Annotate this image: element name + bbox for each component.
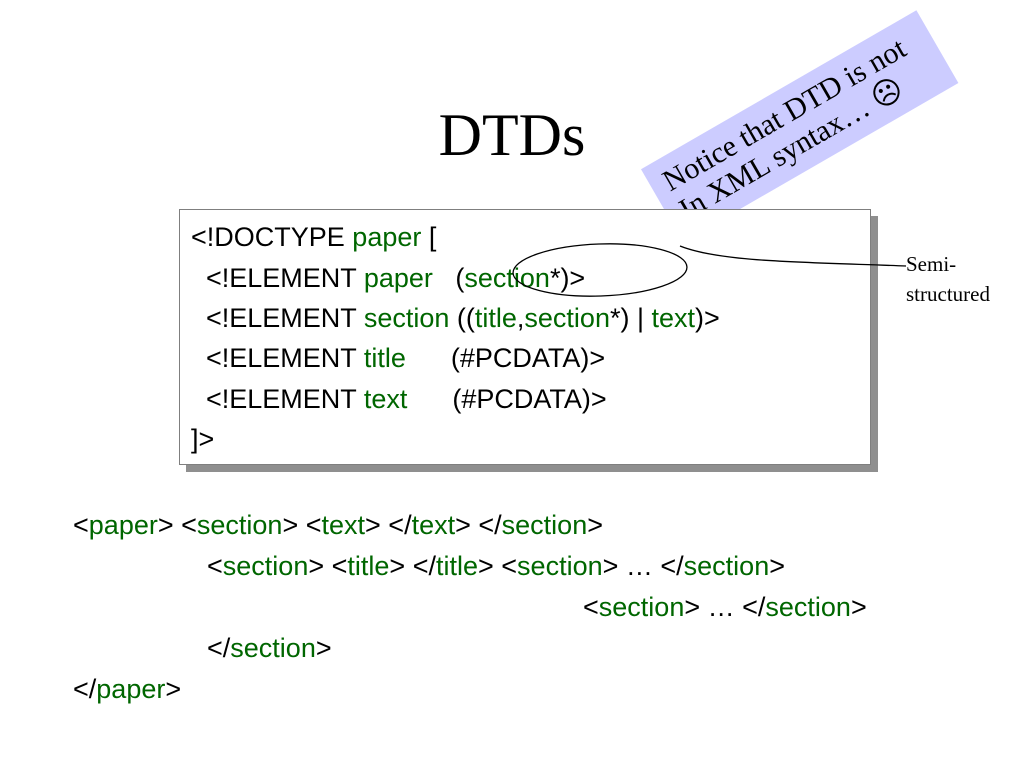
dtd-line-element-section: <!ELEMENT section ((title,section*) | te… bbox=[191, 303, 720, 333]
xml-row-4: </section> bbox=[207, 633, 332, 663]
xml-row-3: <section> … </section> bbox=[583, 592, 867, 622]
dtd-line-element-paper: <!ELEMENT paper (section*)> bbox=[191, 263, 586, 293]
xml-row-1: <paper> <section> <text> </text> </secti… bbox=[73, 510, 603, 540]
slide-title: DTDs bbox=[438, 102, 586, 168]
dtd-line-doctype: <!DOCTYPE paper [ bbox=[191, 222, 437, 252]
xml-row-2: <section> <title> </title> <section> … <… bbox=[207, 551, 785, 581]
side-label-line-1: Semi- bbox=[906, 252, 957, 276]
xml-row-5: </paper> bbox=[73, 674, 182, 704]
dtd-line-element-text: <!ELEMENT text (#PCDATA)> bbox=[191, 384, 607, 414]
side-label-line-2: structured bbox=[906, 282, 990, 306]
dtd-line-element-title: <!ELEMENT title (#PCDATA)> bbox=[191, 343, 606, 373]
side-label: Semi- structured bbox=[906, 249, 990, 309]
dtd-line-close: ]> bbox=[191, 424, 215, 454]
